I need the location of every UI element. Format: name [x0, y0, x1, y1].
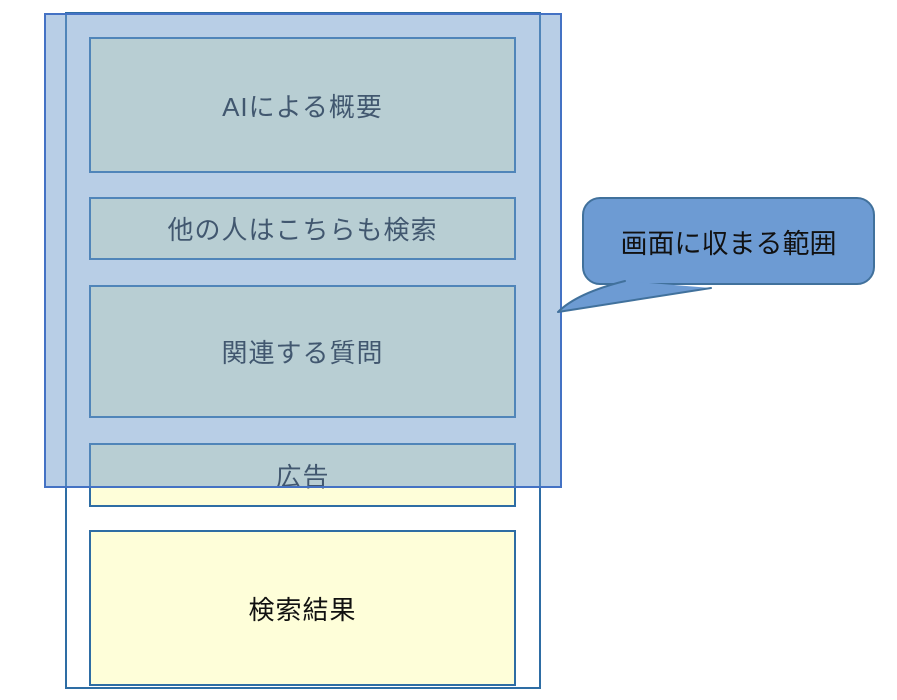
callout-tail-shape — [557, 280, 712, 313]
section-box-search-results: 検索結果 — [89, 530, 516, 686]
callout-bubble: 画面に収まる範囲 — [582, 197, 875, 285]
section-label: 検索結果 — [248, 594, 357, 625]
viewport-overlay — [44, 13, 562, 488]
callout-tail — [557, 280, 712, 313]
callout-label: 画面に収まる範囲 — [620, 228, 837, 259]
